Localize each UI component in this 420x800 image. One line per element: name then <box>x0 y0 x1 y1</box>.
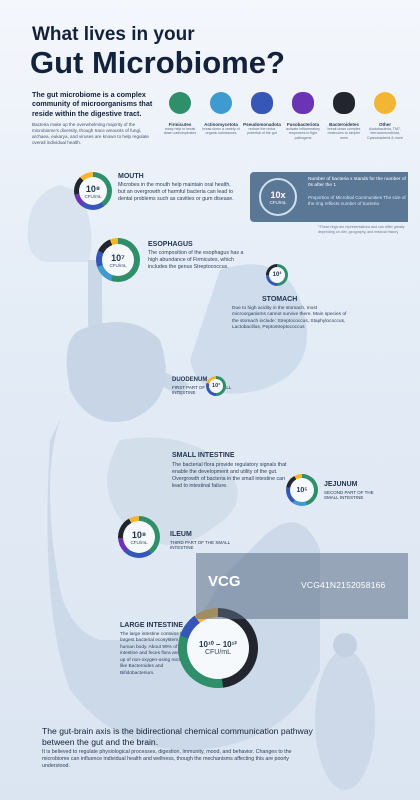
large-intestine-body: The large intestine contains the largest… <box>120 632 198 676</box>
jejunum-subtitle: SECOND PART OF THE SMALL INTESTINE <box>324 490 374 501</box>
ileum-unit: CFU/mL <box>130 539 148 545</box>
large-intestine-value: 10¹⁰ – 10¹² <box>199 640 237 649</box>
intro-subtext: Bacteria make up the overwhelming majori… <box>32 122 149 145</box>
bacteria-name: Bacteroidetes <box>329 122 359 127</box>
bacteria-other: Other Acidobacteria, TM7, Verrucomicrobi… <box>365 92 405 140</box>
legend-note: *These rings are representations and can… <box>318 225 405 234</box>
ileum-ring: 10⁸ CFU/mL <box>118 516 160 558</box>
bacteria-desc: break down complex molecules to simpler … <box>327 127 361 140</box>
bacteria-name: Pseudomonadota <box>243 122 281 127</box>
ileum-title: ILEUM <box>170 531 192 538</box>
ileum-subtitle: THIRD PART OF THE SMALL INTESTINE <box>170 540 231 551</box>
esophagus-title: ESOPHAGUS <box>148 241 193 248</box>
legend-text-count: Number of bacteria x stands for the numb… <box>308 177 406 188</box>
large-intestine-title: LARGE INTESTINE <box>120 622 184 629</box>
bacteria-desc: many help to break down carbohydrates <box>163 127 197 136</box>
intro-text: The gut microbiome is a complex communit… <box>32 90 153 118</box>
fusobacteriota-icon <box>292 92 314 114</box>
pseudomonadota-icon <box>251 92 273 114</box>
footer-body: It is believed to regulate physiological… <box>42 749 292 770</box>
footer-title: The gut-brain axis is the bidirectional … <box>42 726 313 748</box>
stomach-title: STOMACH <box>262 296 298 303</box>
other-bacteria-icon <box>374 92 396 114</box>
ileum-value: 10⁸ <box>131 529 147 540</box>
legend-ring: 10x CFU/mL <box>259 178 297 216</box>
mouth-ring: 10⁸ CFU/mL <box>74 172 112 210</box>
small-intestine-title: SMALL INTESTINE <box>172 452 235 459</box>
large-intestine-ring: 10¹⁰ – 10¹² CFU/mL <box>178 608 258 688</box>
bacteria-desc: Acidobacteria, TM7, Verrucomicrobiota, C… <box>367 127 403 140</box>
jejunum-title: JEJUNUM <box>324 481 358 488</box>
actinomycetota-icon <box>210 92 232 114</box>
stomach-value: 10³ <box>272 272 282 278</box>
firmicutes-icon <box>169 92 191 114</box>
duodenum-value: 10³ <box>212 383 220 389</box>
stomach-ring: 10³ <box>266 264 288 286</box>
page-title: Gut Microbiome? <box>30 45 285 80</box>
bacteria-actinomycetota: Actinomycetota break down a variety of o… <box>201 92 241 136</box>
legend-text-proportion: Proportion of Microbial Communities The … <box>308 195 406 206</box>
large-intestine-unit: CFU/mL <box>204 649 232 656</box>
bacteria-desc: activate inflammatory responses to fight… <box>286 127 320 140</box>
legend-unit: CFU/mL <box>269 199 287 205</box>
watermark: VCG VCG41N2152058166 <box>196 553 408 619</box>
jejunum-ring: 10⁵ <box>286 474 318 506</box>
esophagus-ring: 10⁷ CFU/mL <box>96 238 140 282</box>
bacteria-desc: break down a variety of organic substanc… <box>202 127 240 136</box>
mouth-title: MOUTH <box>118 173 144 180</box>
title-line-1: What lives in your <box>32 24 195 45</box>
watermark-logo: VCG <box>208 573 241 590</box>
duodenum-subtitle: FIRST PART OF THE SMALL INTESTINE <box>172 385 232 396</box>
jejunum-value: 10⁵ <box>296 486 308 494</box>
bacteria-name: Fusobacteriota <box>286 122 320 127</box>
bacteroidetes-icon <box>333 92 355 114</box>
bacteria-name: Actinomycetota <box>204 122 238 127</box>
bacteria-name: Other <box>378 122 391 127</box>
bacteria-bacteroidetes: Bacteroidetes break down complex molecul… <box>324 92 364 140</box>
esophagus-body: The composition of the esophagus has a h… <box>148 250 244 271</box>
duodenum-ring: 10³ <box>206 376 226 396</box>
bacteria-desc: reduce the redox potential of the gut <box>247 127 277 136</box>
mouth-value: 10⁸ <box>85 183 101 194</box>
esophagus-value: 10⁷ <box>111 252 125 263</box>
legend-value: 10x <box>270 189 286 200</box>
mouth-unit: CFU/mL <box>84 193 102 199</box>
legend-box: 10x CFU/mL Number of bacteria x stands f… <box>250 172 408 222</box>
small-intestine-body: The bacterial flora provide regulatory s… <box>172 462 287 490</box>
bacteria-pseudomonadota: Pseudomonadota reduce the redox potentia… <box>242 92 282 136</box>
bacteria-fusobacteriota: Fusobacteriota activate inflammatory res… <box>283 92 323 140</box>
bacteria-name: Firmicutes <box>168 122 192 127</box>
stomach-body: Due to high acidity in the stomach, most… <box>232 306 347 331</box>
watermark-text: VCG41N2152058166 <box>301 580 386 590</box>
mouth-body: Microbes in the mouth help maintain oral… <box>118 182 234 203</box>
duodenum-title: DUODENUM <box>172 377 208 383</box>
esophagus-unit: CFU/mL <box>109 262 127 268</box>
bacteria-firmicutes: Firmicutes many help to break down carbo… <box>160 92 200 136</box>
